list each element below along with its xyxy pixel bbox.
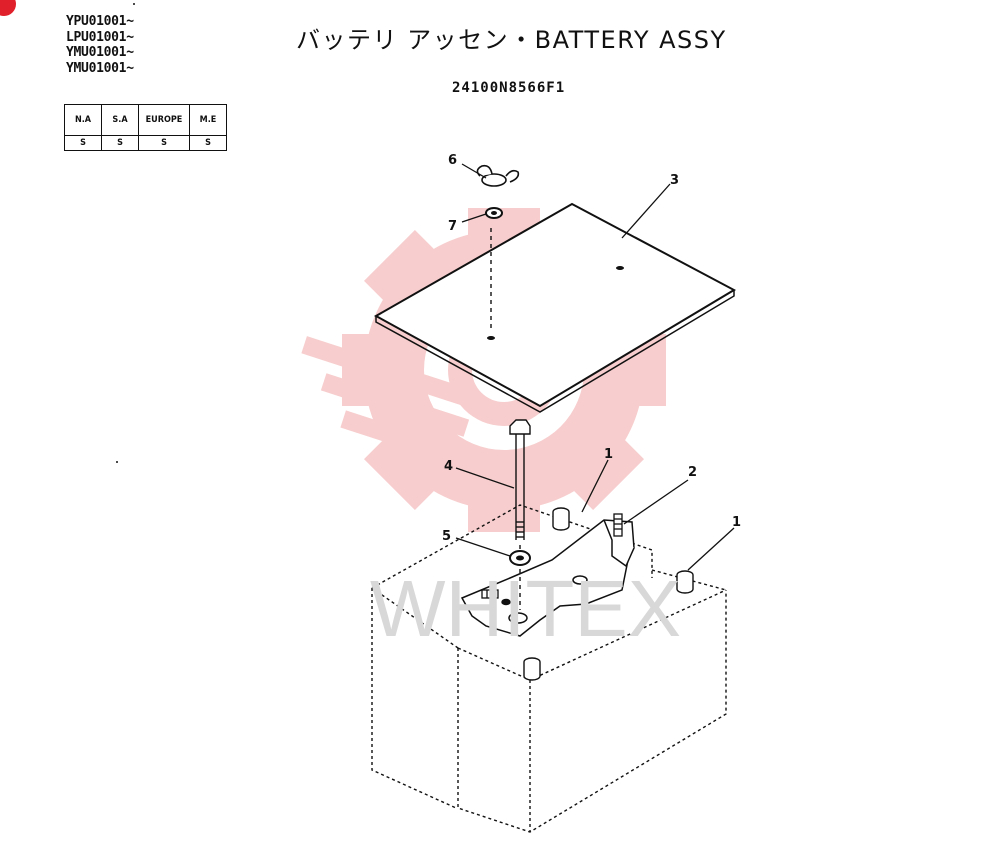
speck — [116, 461, 118, 463]
callout-5: 5 — [442, 529, 451, 544]
washer — [509, 550, 531, 566]
watermark-text: WHITEX — [370, 564, 681, 653]
cover-plate — [373, 202, 737, 413]
corner-badge — [0, 0, 16, 16]
part-number: 24100N8566F1 — [452, 80, 566, 96]
region-value: S — [138, 135, 190, 151]
speck — [133, 3, 135, 5]
callout-6: 6 — [448, 153, 457, 168]
page-title: バッテリ アッセン・BATTERY ASSY — [296, 26, 727, 54]
battery-clamp — [460, 519, 635, 637]
serial-number-list: YPU01001~ LPU01001~ YMU01001~ YMU01001~ — [66, 14, 134, 76]
wing-nut — [476, 164, 520, 187]
callout-4: 4 — [444, 459, 453, 474]
serial-number: YPU01001~ — [66, 14, 134, 29]
stud-bolts — [481, 513, 623, 599]
region-table: N.A S.A EUROPE M.E S S S S — [64, 104, 227, 151]
long-bolt — [509, 419, 531, 610]
battery-outline — [371, 504, 727, 833]
callout-3: 3 — [670, 173, 679, 188]
callout-1: 1 — [604, 447, 613, 462]
lock-washer — [485, 207, 503, 219]
serial-number: YMU01001~ — [66, 60, 134, 76]
region-value: S — [189, 135, 227, 151]
leader-lines — [455, 163, 735, 571]
callout-7: 7 — [448, 219, 457, 234]
callout-1: 1 — [732, 515, 741, 530]
serial-number: YMU01001~ — [66, 45, 134, 60]
callout-2: 2 — [688, 465, 697, 480]
battery-terminals — [523, 507, 694, 681]
serial-number: LPU01001~ — [66, 29, 134, 45]
region-header: N.A — [64, 104, 102, 136]
